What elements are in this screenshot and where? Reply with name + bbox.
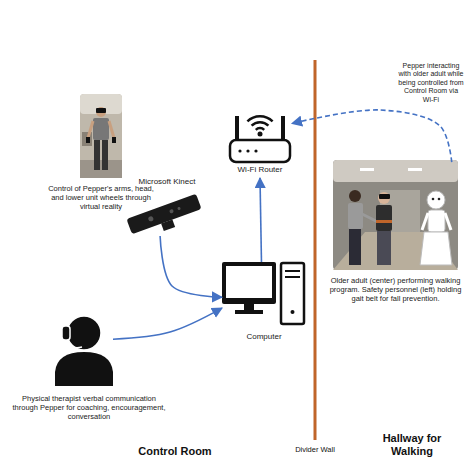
router-light <box>238 149 241 152</box>
tower-slot <box>285 270 300 272</box>
node-caption-box: Older adult (center) performing walking … <box>327 276 464 303</box>
photo-floor <box>80 160 122 178</box>
robot-eye <box>438 198 441 201</box>
node-text: Wi-Fi Router <box>220 165 300 175</box>
region-label: Divider Wall <box>285 446 345 455</box>
monitor-frame <box>222 262 276 304</box>
node-text: Older adult (center) performing walking … <box>327 276 464 303</box>
headset-mic <box>67 340 82 348</box>
kinect-lens <box>169 209 174 214</box>
person-head <box>378 192 390 204</box>
tower-button <box>291 310 295 314</box>
vr-headset <box>379 194 390 199</box>
node-caption-box: Microsoft Kinect <box>125 177 209 187</box>
headset-band <box>67 313 101 330</box>
vr-photo <box>80 94 122 178</box>
photo-background <box>80 94 122 178</box>
person-torso <box>376 205 392 231</box>
connector-arrow <box>160 236 222 297</box>
router-antenna <box>235 116 239 142</box>
router-icon <box>230 116 290 162</box>
connector-arrow <box>292 110 452 162</box>
photo-background <box>333 160 458 270</box>
router-light <box>246 149 249 152</box>
person-head <box>96 107 106 117</box>
robot-base <box>420 232 452 265</box>
diagram-node: Microsoft Kinect <box>125 192 203 236</box>
ceiling-light <box>360 168 374 171</box>
diagram-node: Physical therapist verbal communication … <box>55 308 113 386</box>
person-arm <box>109 121 114 138</box>
wifi-arc <box>256 128 264 130</box>
robot-arm <box>422 213 428 230</box>
diagram-node: Wi-Fi Router <box>228 100 292 178</box>
person-legs <box>377 231 391 265</box>
headset-earcup <box>62 326 70 340</box>
person-leg <box>102 140 108 170</box>
wifi-arc <box>247 116 272 121</box>
vr-controller <box>86 137 90 143</box>
person-torso <box>348 203 363 229</box>
connector-group <box>113 110 452 339</box>
robot-arm <box>445 213 451 230</box>
tower-slot <box>285 276 300 278</box>
node-caption-box: Physical therapist verbal communication … <box>9 394 169 421</box>
connector-label: Pepper interacting with older adult whil… <box>398 62 464 104</box>
monitor-screen <box>226 266 272 298</box>
therapist-icon <box>55 313 113 386</box>
connector-arrow <box>113 308 222 339</box>
router-antenna <box>281 116 285 142</box>
node-text: Physical therapist verbal communication … <box>9 394 169 421</box>
diagram-node: Computer <box>222 262 306 326</box>
router-light <box>254 149 257 152</box>
photo-ceiling <box>80 94 122 114</box>
person-arm <box>362 214 378 222</box>
kinect-base <box>161 219 175 231</box>
hallway-photo <box>333 160 458 270</box>
computer-tower <box>281 263 304 324</box>
person-torso <box>93 118 109 140</box>
node-caption-box: Wi-Fi Router <box>220 165 300 175</box>
person-legs <box>349 229 361 265</box>
therapist-body <box>55 352 113 386</box>
ceiling-light <box>408 168 422 171</box>
photo-ceiling <box>333 160 458 182</box>
region-label: Control Room <box>120 445 230 458</box>
kinect-lens <box>148 216 154 222</box>
node-text: Computer <box>222 332 306 342</box>
monitor-stand <box>244 304 254 311</box>
person-head <box>349 190 361 202</box>
region-label: Hallway for Walking <box>372 432 452 457</box>
node-caption-box: Control of Pepper's arms, head, and lowe… <box>45 184 157 211</box>
robot-torso <box>428 210 445 232</box>
node-caption-box: Computer <box>222 332 306 342</box>
computer-icon <box>222 262 304 324</box>
vr-controller <box>112 137 116 143</box>
person-leg <box>94 140 100 170</box>
gait-belt <box>376 220 392 223</box>
kinect-lens <box>177 207 181 211</box>
monitor-base <box>235 310 263 314</box>
robot-head <box>427 191 445 209</box>
therapist-head <box>67 316 101 350</box>
diagram-node: Control of Pepper's arms, head, and lowe… <box>80 94 122 178</box>
divider-wall-line <box>314 60 317 440</box>
vr-headset <box>96 108 106 113</box>
connector-arrow <box>260 178 261 262</box>
person-arm <box>88 121 93 138</box>
wifi-dot <box>258 132 263 137</box>
wifi-arc <box>252 122 269 125</box>
robot-eye <box>432 198 435 201</box>
router-body <box>230 140 290 162</box>
diagram-node: Older adult (center) performing walking … <box>333 160 458 270</box>
node-text: Control of Pepper's arms, head, and lowe… <box>45 184 157 211</box>
node-text: Microsoft Kinect <box>125 177 209 187</box>
